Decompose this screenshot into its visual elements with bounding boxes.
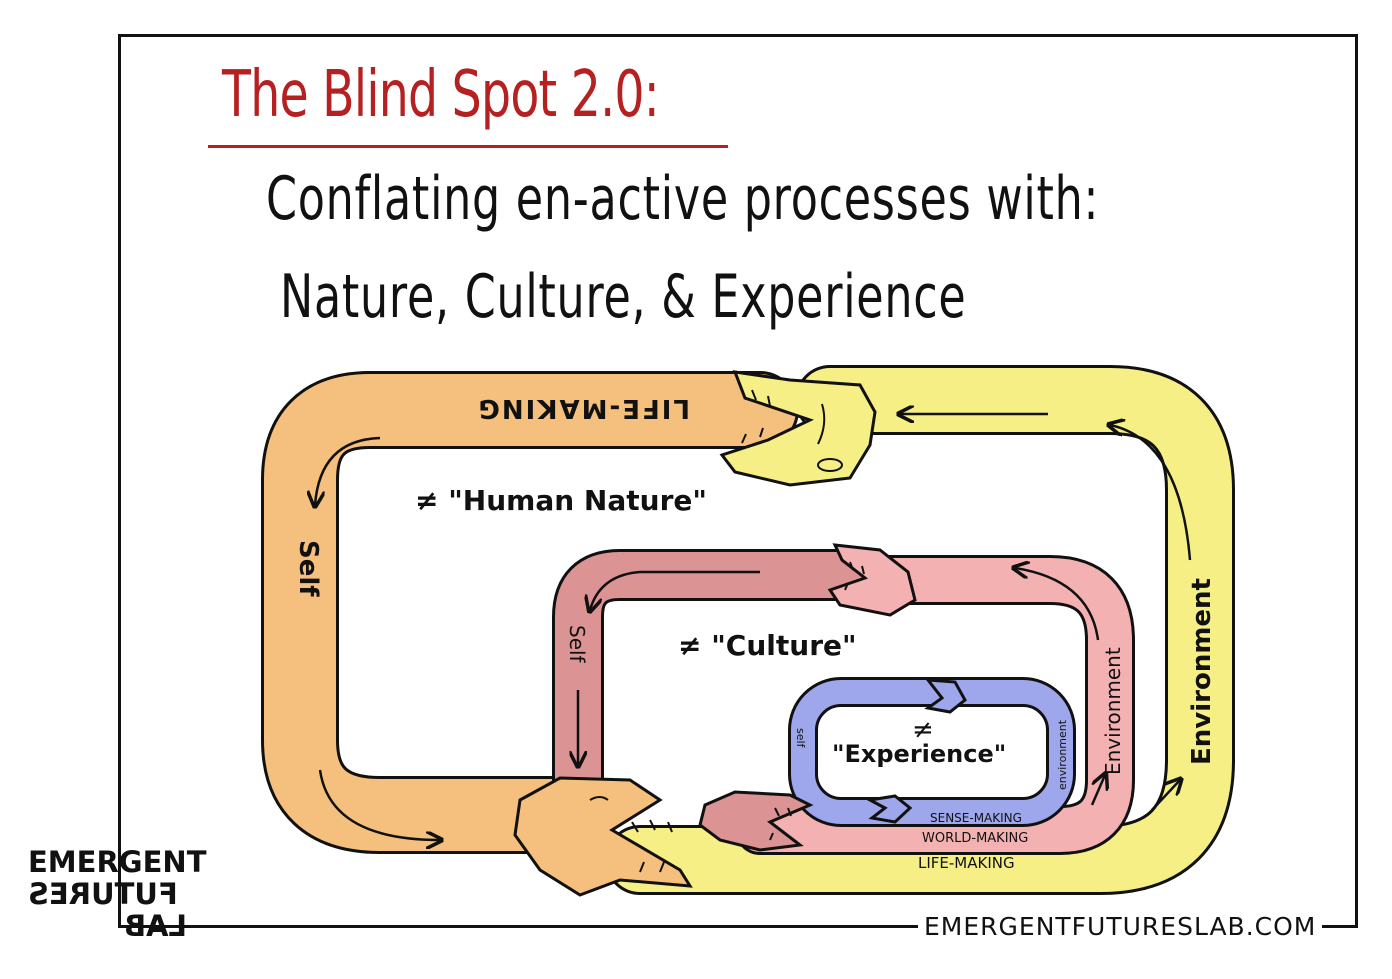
outer-top-label: LIFE-MAKING (477, 393, 690, 423)
culture-label: ≠ "Culture" (678, 629, 857, 662)
website-url[interactable]: EMERGENTFUTURESLAB.COM (918, 912, 1323, 941)
logo-line-3: LAB (124, 909, 188, 943)
middle-right-label: Environment (1101, 647, 1125, 775)
middle-self-head (698, 790, 814, 852)
experience-label: "Experience" (832, 740, 1006, 768)
experience-not-equal-symbol: ≠ (912, 715, 934, 745)
outer-loop-self-band (261, 371, 799, 854)
outer-bottom-label: LIFE-MAKING (918, 854, 1015, 872)
inner-top-head (924, 678, 967, 714)
outer-environment-head (719, 370, 877, 487)
middle-environment-head (827, 543, 917, 617)
middle-bottom-label: WORLD-MAKING (922, 831, 1028, 846)
inner-left-label: self (794, 728, 807, 749)
human-nature-label: ≠ "Human Nature" (415, 484, 707, 517)
outer-left-label: Self (293, 540, 323, 597)
outer-self-head (513, 776, 693, 897)
inner-loop-band (788, 677, 1076, 827)
outer-loop-environment-band (605, 365, 1235, 895)
subtitle-line-2: Nature, Culture, & Experience (280, 262, 967, 332)
inner-bottom-label: SENSE-MAKING (930, 811, 1022, 825)
page-frame (118, 34, 1358, 928)
inner-bottom-head (865, 794, 913, 824)
middle-left-label: Self (565, 625, 589, 664)
emergent-futures-lab-logo: EMERGENT FUTURES LAB (28, 845, 207, 943)
page-title: The Blind Spot 2.0: (222, 58, 660, 132)
middle-loop-self-band (552, 549, 876, 816)
outer-right-label: Environment (1187, 578, 1217, 765)
title-underline (208, 145, 728, 148)
logo-line-1: EMERGENT (28, 845, 207, 879)
flow-arrows (315, 414, 1192, 840)
inner-right-label: environment (1056, 719, 1069, 790)
subtitle-line-1: Conflating en-active processes with: (266, 164, 1100, 234)
logo-line-2: FUTURES (28, 877, 178, 911)
middle-loop-environment-band (735, 555, 1135, 855)
